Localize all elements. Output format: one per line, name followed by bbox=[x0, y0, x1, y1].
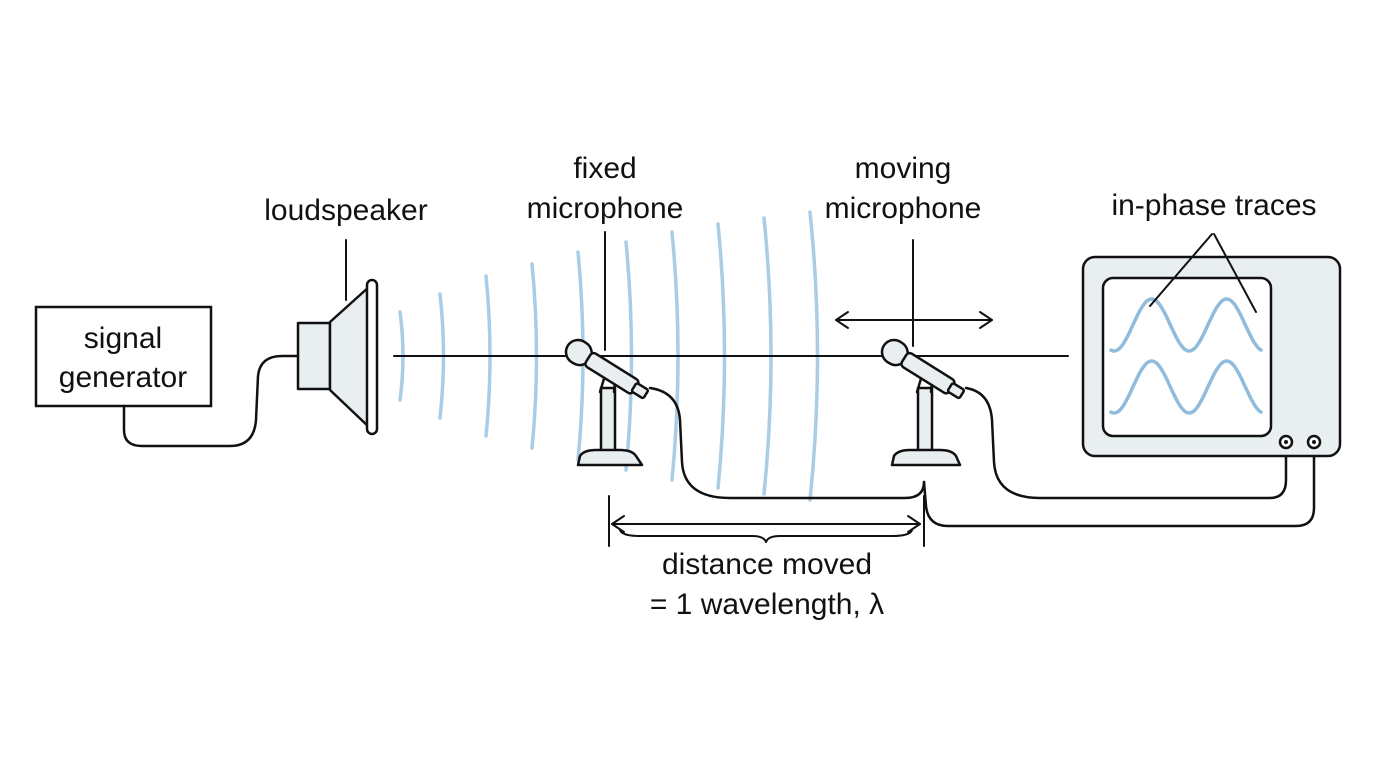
oscilloscope-trace-top bbox=[1109, 297, 1263, 353]
moving-microphone: moving microphone bbox=[825, 152, 1316, 528]
fixed-microphone-label-line1: fixed bbox=[573, 152, 636, 185]
fixed-microphone-stand bbox=[599, 386, 617, 454]
loudspeaker: loudspeaker bbox=[264, 194, 428, 436]
moving-microphone-body bbox=[880, 338, 965, 400]
moving-microphone-label-line2: microphone bbox=[825, 192, 982, 225]
fixed-microphone-label-line2: microphone bbox=[527, 192, 684, 225]
loudspeaker-label: loudspeaker bbox=[264, 194, 427, 227]
in-phase-leader-right bbox=[1213, 233, 1257, 313]
distance-label-line1: distance moved bbox=[662, 548, 872, 581]
oscilloscope-screen bbox=[1101, 276, 1273, 438]
fixed-microphone-cable bbox=[648, 386, 926, 500]
fixed-microphone-body bbox=[564, 338, 649, 400]
movement-arrowhead-left bbox=[835, 311, 849, 329]
signal-generator-label-line2: generator bbox=[59, 361, 187, 394]
moving-microphone-cable bbox=[964, 386, 1288, 500]
loudspeaker-rim bbox=[365, 278, 379, 436]
fixed-microphone-base bbox=[576, 448, 644, 467]
moving-microphone-base bbox=[890, 448, 962, 467]
movement-arrowhead-right bbox=[979, 311, 993, 329]
moving-microphone-label-line1: moving bbox=[855, 152, 952, 185]
fixed-mic-to-oscilloscope-cable bbox=[922, 444, 1316, 528]
signal-generator-box bbox=[34, 305, 213, 408]
generator-speaker-cable bbox=[122, 354, 300, 448]
distance-label-line2: = 1 wavelength, λ bbox=[650, 588, 884, 621]
in-phase-leader-left bbox=[1149, 233, 1213, 307]
oscilloscope-trace-bottom bbox=[1109, 359, 1263, 415]
in-phase-traces-label: in-phase traces bbox=[1111, 189, 1316, 222]
fixed-microphone: fixed microphone bbox=[527, 152, 926, 500]
distance-indicator: distance moved = 1 wavelength, λ bbox=[608, 495, 925, 621]
distance-brace bbox=[619, 529, 913, 543]
moving-microphone-stand bbox=[916, 386, 934, 454]
oscilloscope: in-phase traces bbox=[1081, 189, 1342, 458]
loudspeaker-magnet bbox=[296, 321, 332, 391]
loudspeaker-cone bbox=[328, 284, 372, 430]
signal-generator: signal generator bbox=[34, 305, 213, 408]
signal-generator-label-line1: signal bbox=[84, 322, 162, 355]
